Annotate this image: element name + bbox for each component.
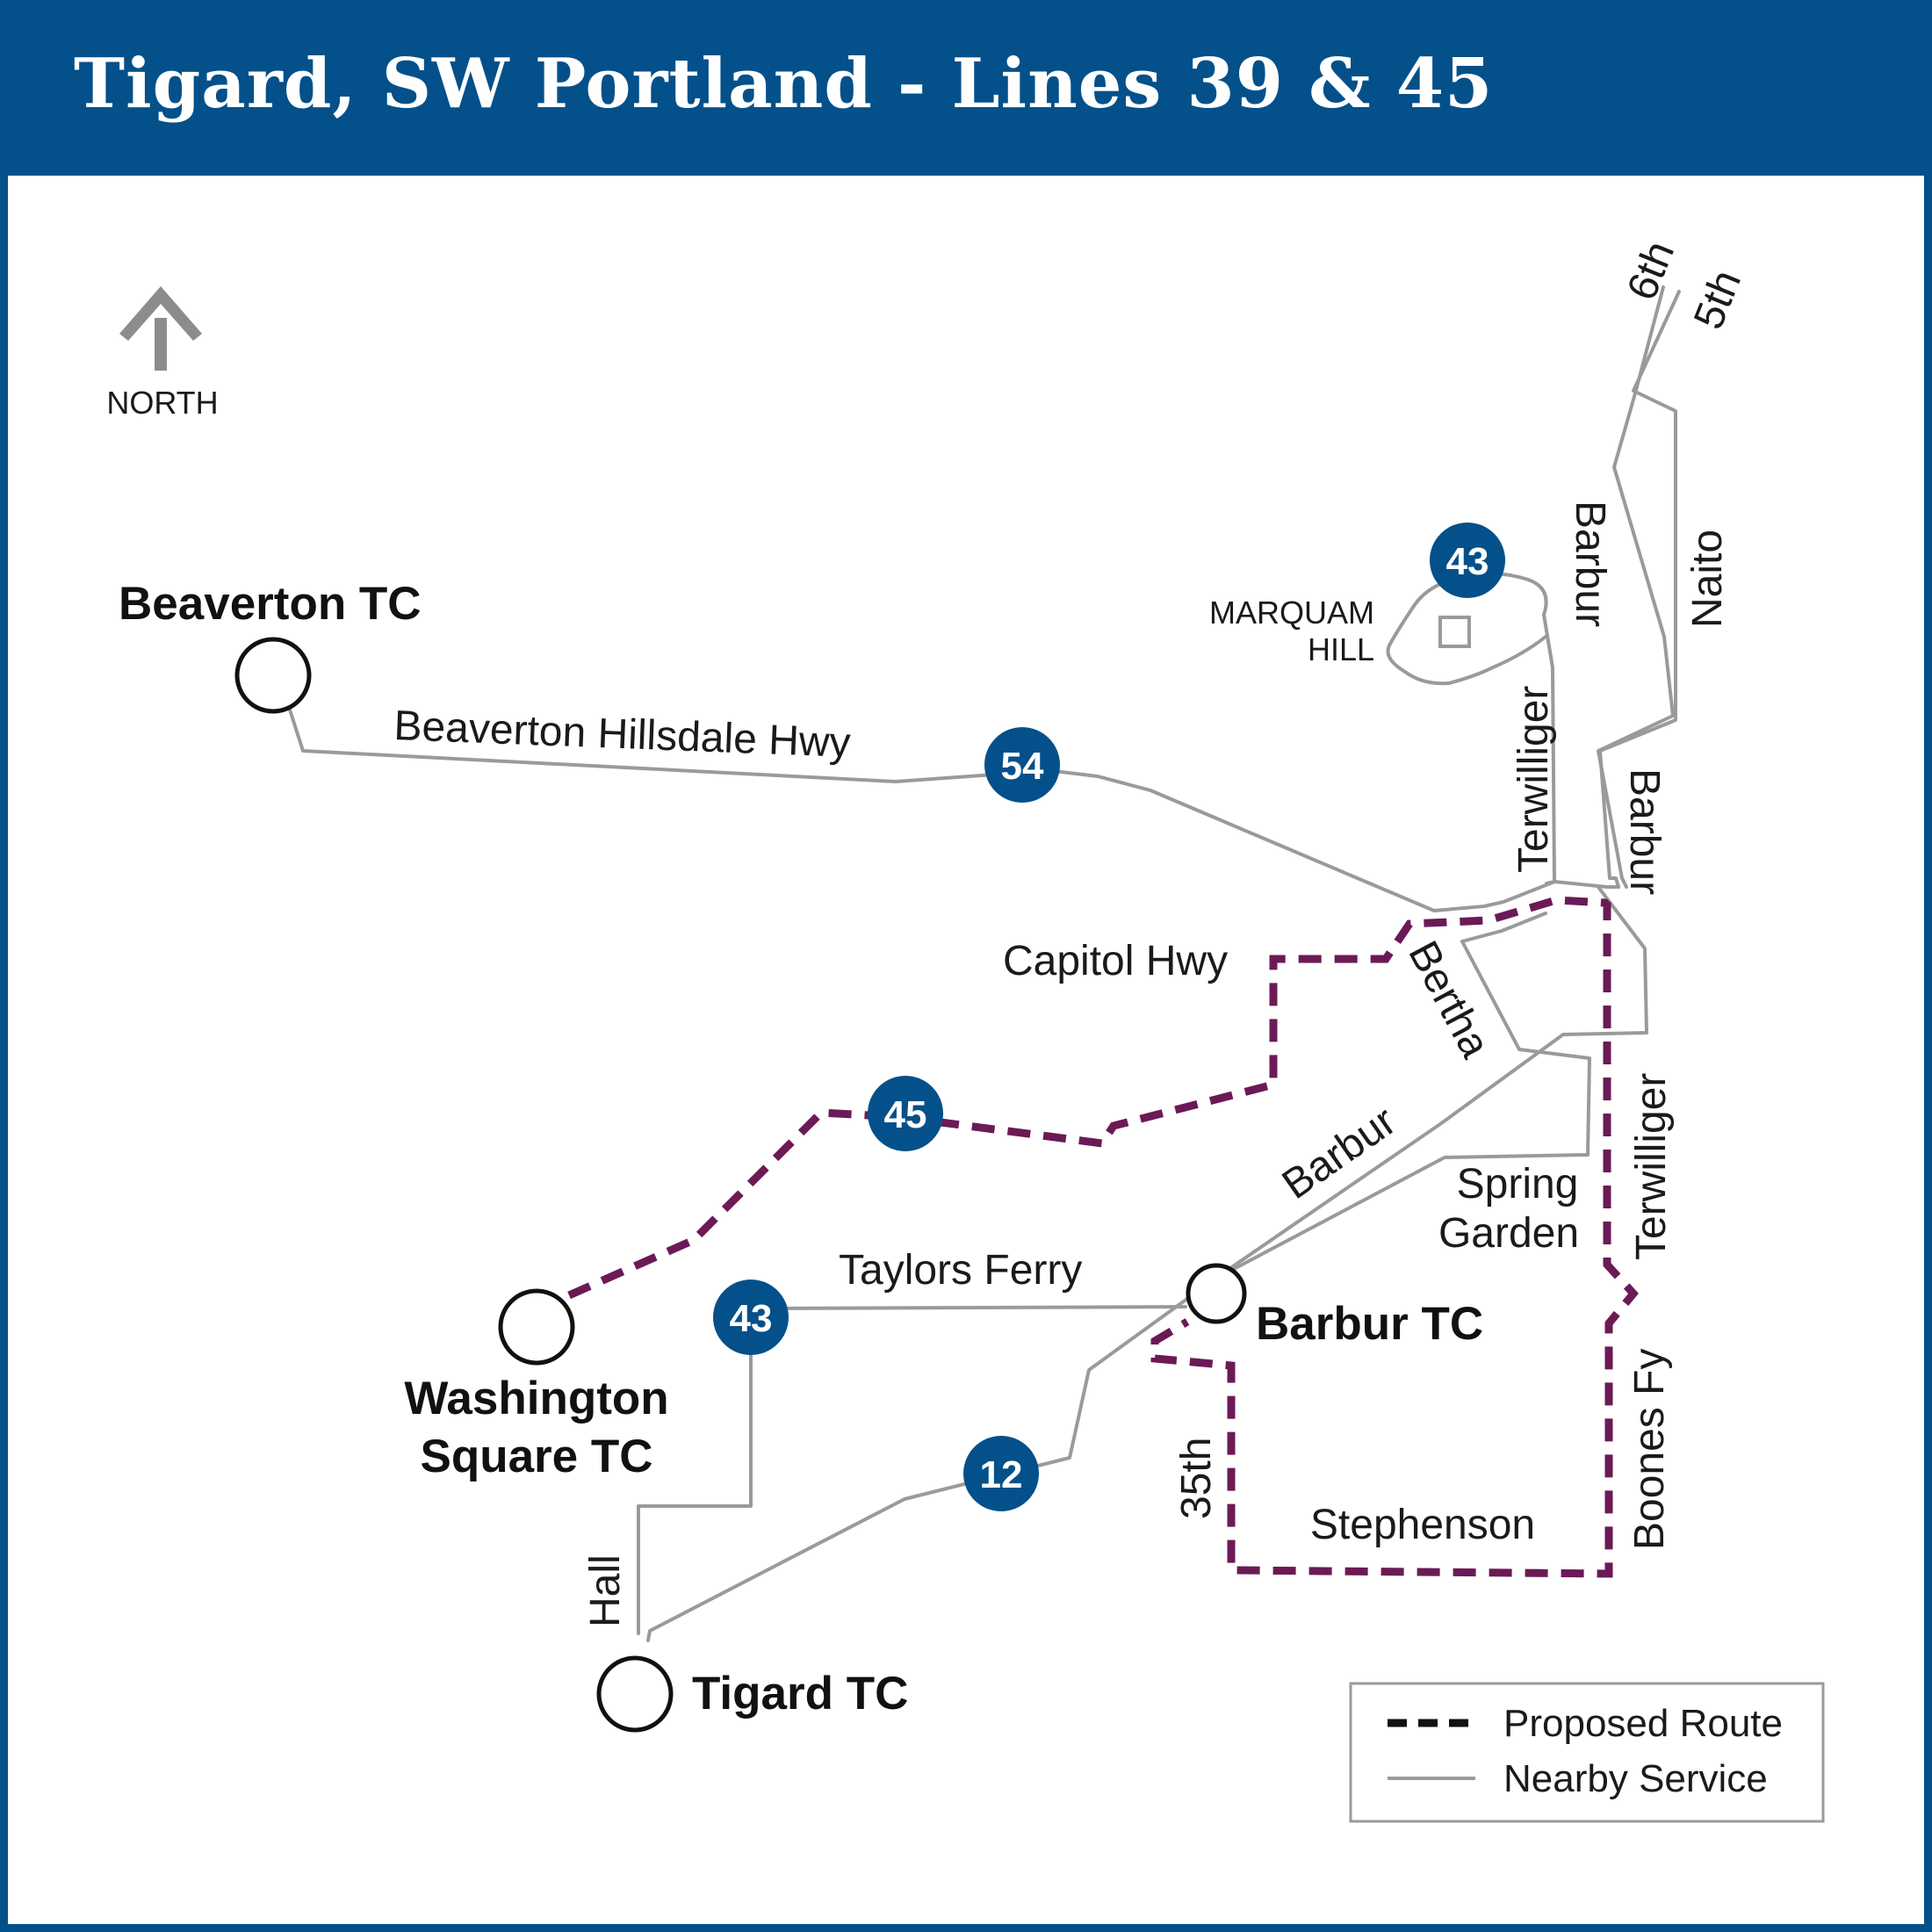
- marquam-hill-marker: [1438, 616, 1471, 648]
- tigard-tc-label: Tigard TC: [692, 1668, 908, 1719]
- road-naito: [1598, 290, 1681, 889]
- road-barbur-main: [646, 885, 1648, 1642]
- title-bar: Tigard, SW Portland - Lines 39 & 45: [0, 0, 1932, 176]
- street-barbur-mid: Barbur: [1621, 768, 1668, 895]
- road-marquam-loop: [1386, 572, 1548, 686]
- marquam-hill-label-1: MARQUAM: [1209, 595, 1374, 631]
- marquam-hill-label-2: HILL: [1308, 631, 1374, 667]
- svg-text:43: 43: [1446, 540, 1489, 583]
- street-taylors-ferry: Taylors Ferry: [839, 1247, 1082, 1294]
- street-terwilliger-north: Terwilliger: [1510, 686, 1557, 873]
- street-hall: Hall: [582, 1554, 629, 1627]
- beaverton-tc-label: Beaverton TC: [119, 578, 422, 630]
- road-bertha: [1232, 912, 1591, 1271]
- street-5th: 5th: [1685, 263, 1750, 335]
- street-spring-garden-2: Garden: [1438, 1210, 1579, 1257]
- legend-nearby-label: Nearby Service: [1503, 1757, 1768, 1800]
- barbur-tc-label: Barbur TC: [1256, 1298, 1483, 1350]
- street-naito: Naito: [1684, 530, 1731, 628]
- map-title: Tigard, SW Portland - Lines 39 & 45: [74, 44, 1494, 124]
- badge-45: 45: [868, 1076, 943, 1151]
- transit-centers: [234, 637, 1247, 1733]
- street-stephenson: Stephenson: [1310, 1502, 1535, 1548]
- svg-text:43: 43: [730, 1297, 773, 1340]
- badge-43-south: 43: [713, 1280, 789, 1355]
- tigard-tc-marker: [596, 1655, 674, 1733]
- beaverton-tc-marker: [234, 637, 312, 714]
- street-35th: 35th: [1173, 1438, 1220, 1519]
- road-barbur-north: [1597, 285, 1675, 889]
- street-terwilliger-south: Terwilliger: [1628, 1073, 1675, 1260]
- svg-text:54: 54: [1001, 745, 1044, 788]
- nearby-service-network: [286, 285, 1681, 1642]
- road-terwilliger-north: [1542, 613, 1556, 885]
- street-beaverton-hillsdale: Beaverton Hillsdale Hwy: [393, 703, 852, 767]
- badge-12: 12: [963, 1436, 1039, 1511]
- street-barbur-north: Barbur: [1567, 501, 1613, 627]
- street-bertha: Bertha: [1399, 934, 1498, 1065]
- street-6th: 6th: [1618, 234, 1683, 306]
- svg-text:12: 12: [980, 1453, 1023, 1496]
- street-boones-fy: Boones Fy: [1626, 1349, 1673, 1550]
- washington-square-tc-label-2: Square TC: [420, 1431, 652, 1482]
- road-taylors-ferry: [749, 1305, 1187, 1310]
- badge-43-north: 43: [1430, 523, 1505, 598]
- washington-square-tc-marker: [498, 1288, 575, 1366]
- street-capitol-hwy: Capitol Hwy: [1003, 938, 1228, 984]
- legend-box: [1349, 1682, 1825, 1823]
- legend-proposed-label: Proposed Route: [1503, 1702, 1783, 1745]
- road-hall: [637, 1307, 753, 1635]
- washington-square-tc-label-1: Washington: [404, 1373, 668, 1424]
- svg-text:45: 45: [884, 1093, 927, 1136]
- barbur-tc-marker: [1186, 1263, 1247, 1324]
- street-spring-garden-1: Spring: [1457, 1161, 1579, 1208]
- north-arrow-icon: [119, 286, 202, 371]
- legend: Proposed Route Nearby Service: [1349, 1682, 1825, 1823]
- badge-54: 54: [984, 727, 1060, 803]
- north-label: NORTH: [106, 385, 218, 421]
